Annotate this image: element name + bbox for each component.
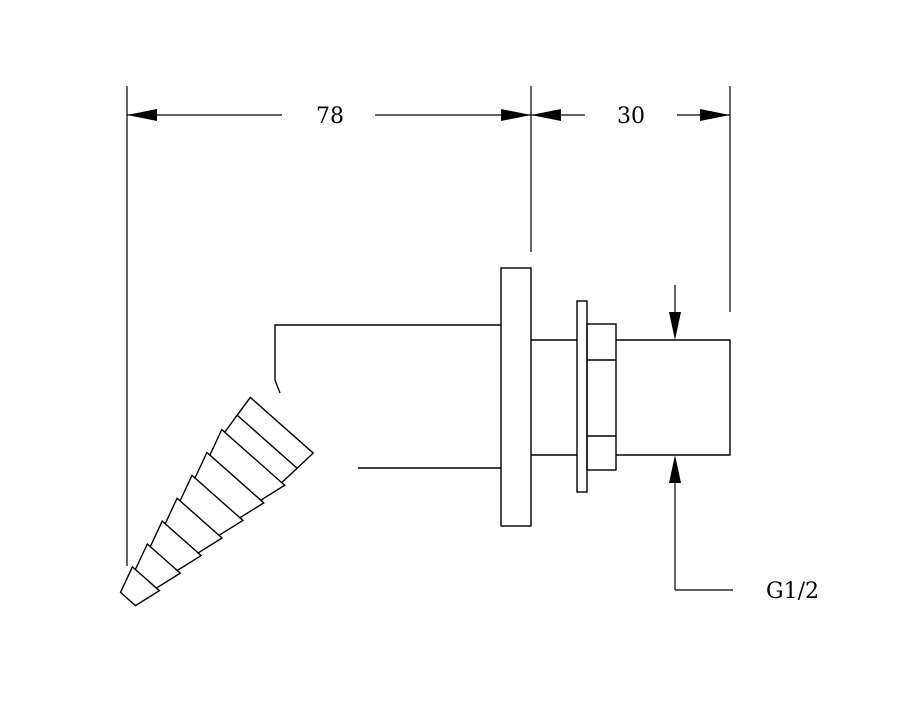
dimension-arrow-left (127, 109, 157, 121)
fitting-body (274, 267, 731, 527)
dimension-arrow-right (700, 109, 730, 121)
dimension-arrow-left (531, 109, 561, 121)
mounting-flange (500, 267, 532, 527)
callout-arrow-down (669, 312, 681, 340)
dimension-label-overall: 78 (316, 104, 344, 129)
dimension-30: 30 (531, 104, 730, 129)
dimension-78: 78 (127, 104, 531, 129)
hex-nut (586, 323, 617, 471)
callout-arrow-up (669, 455, 681, 483)
dimension-arrow-right (501, 109, 531, 121)
extension-lines (126, 86, 731, 566)
thread-size-label: G1/2 (766, 579, 819, 604)
thread-callout: G1/2 (669, 285, 819, 604)
hose-barb (119, 396, 315, 607)
threaded-stem (616, 339, 731, 456)
dimension-label-thread-length: 30 (617, 104, 645, 129)
lock-washer (576, 300, 588, 493)
